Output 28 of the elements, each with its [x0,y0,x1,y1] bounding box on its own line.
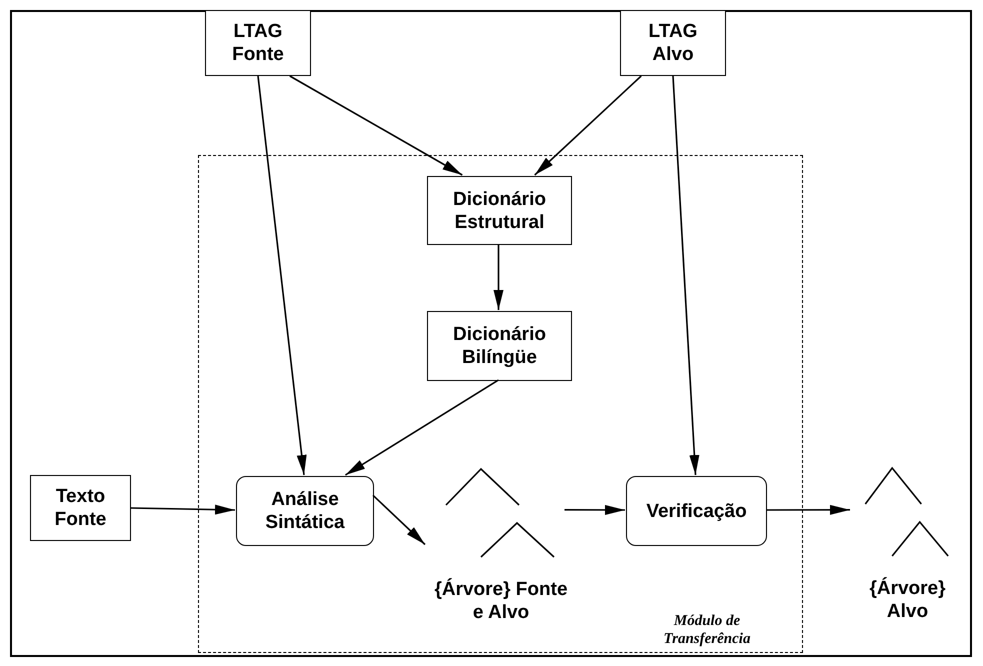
box-label: Texto Fonte [54,485,108,531]
process-box [30,475,131,541]
arrow [344,379,499,476]
arrow [534,75,642,176]
tree-label: {Árvore} Fonte e Alvo [433,578,569,624]
process-box [236,476,374,546]
box-label: Dicionário Estrutural [452,188,547,234]
arrow [672,76,700,476]
arrow [130,504,236,515]
box-label: Verificação [645,500,748,522]
arrow [257,76,307,476]
arrow [372,494,426,546]
process-box [427,311,572,381]
arrow [494,244,504,310]
process-box [205,10,311,76]
box-label: LTAG Fonte [231,20,285,66]
box-label: Análise Sintática [264,488,346,534]
tree-label: {Árvore} Alvo [868,577,947,623]
module-boundary [198,155,803,653]
process-box [626,476,767,546]
box-label: LTAG Alvo [648,20,698,66]
arrow [766,504,850,515]
process-box [620,10,726,76]
box-label: Dicionário Bilíngüe [452,323,547,369]
process-box [427,176,572,245]
arrow [289,75,463,176]
arrow [564,504,625,515]
module-label: Módulo de Transferência [662,612,752,648]
